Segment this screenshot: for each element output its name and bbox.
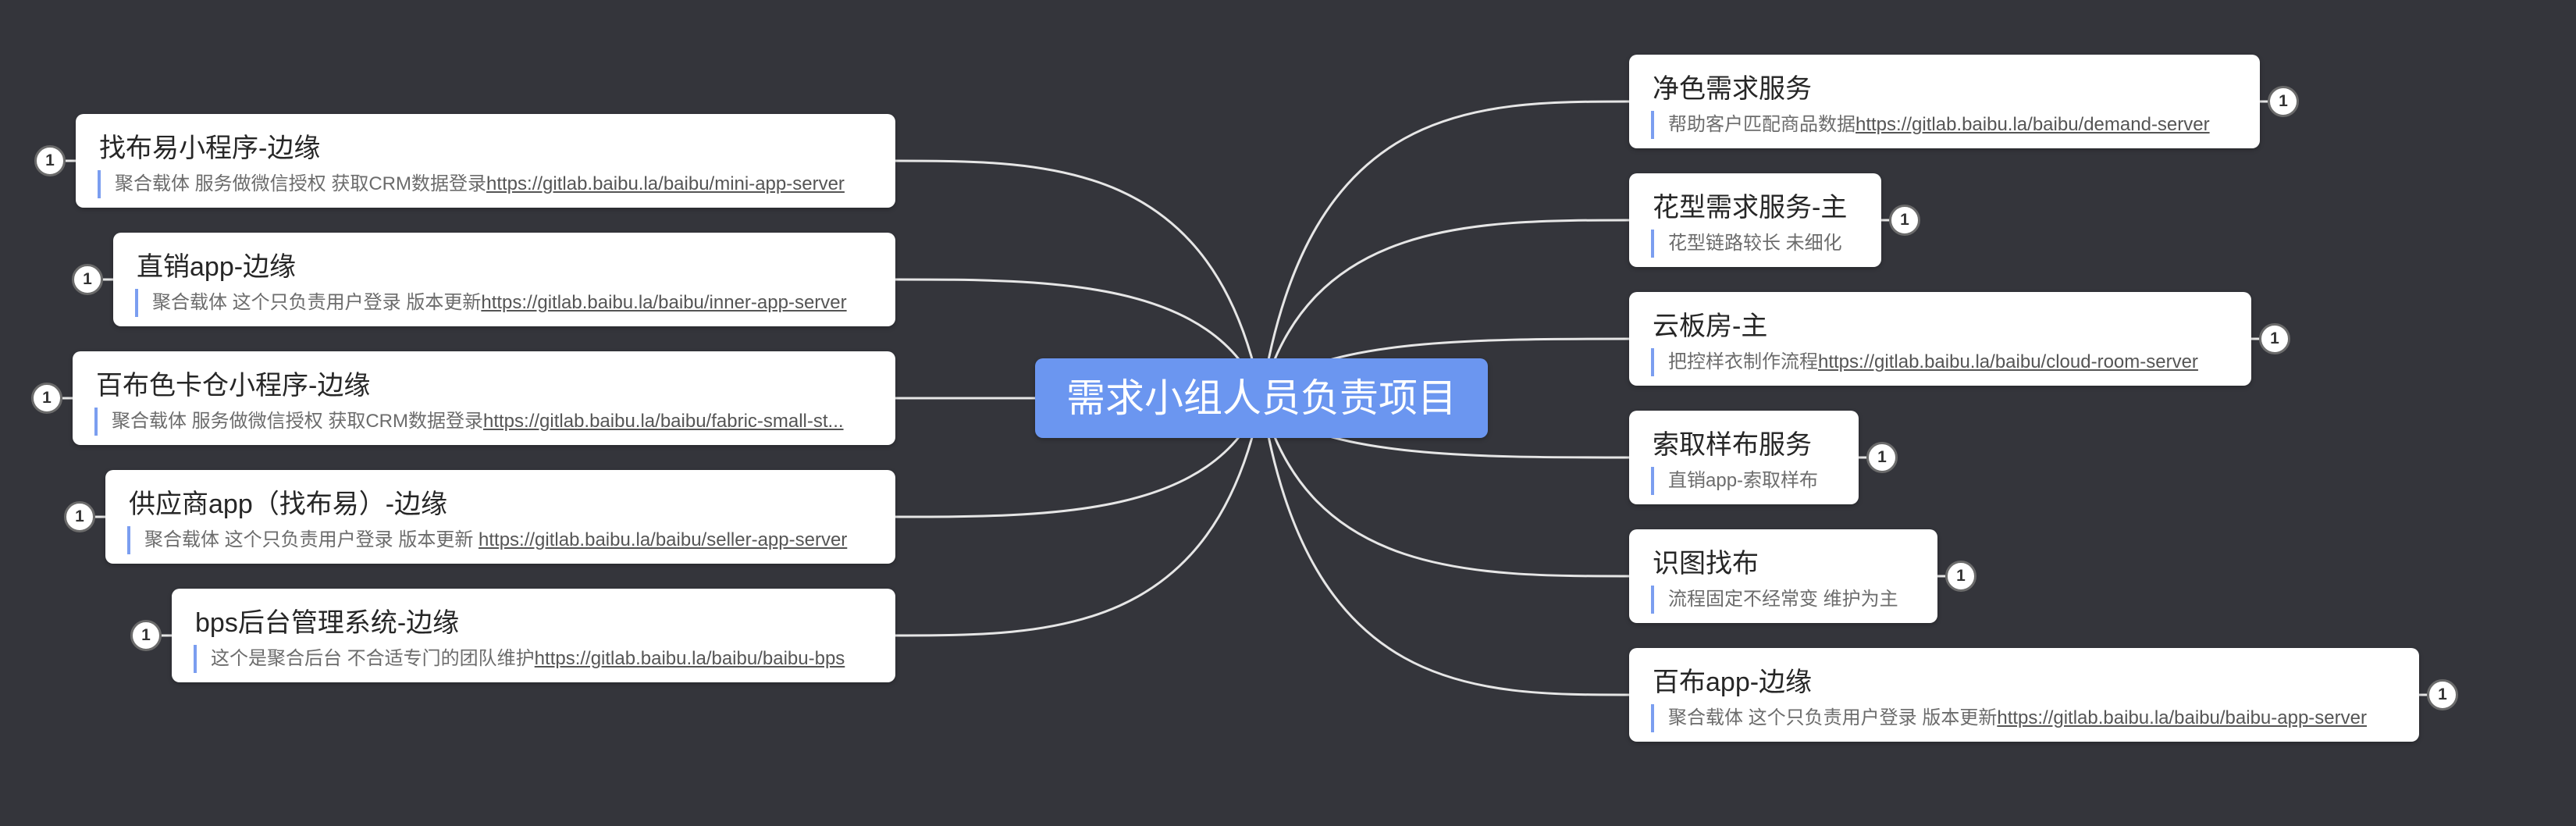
topic-note: 这个是聚合后台 不合适专门的团队维护https://gitlab.baibu.l… — [194, 645, 886, 673]
topic-title: 百布色卡仓小程序-边缘 — [96, 371, 371, 401]
note-link[interactable]: https://gitlab.baibu.la/baibu/demand-ser… — [1856, 114, 2210, 135]
topic-title: 索取样布服务 — [1653, 430, 1812, 460]
connector-line — [1260, 397, 1630, 696]
connector-line — [1260, 219, 1630, 399]
note-link[interactable]: https://gitlab.baibu.la/baibu/fabric-sma… — [483, 411, 844, 432]
topic-sample-request[interactable]: 索取样布服务 直销app-索取样布 — [1629, 411, 1859, 504]
topic-title: 花型需求服务-主 — [1653, 193, 1848, 223]
topic-note: 帮助客户匹配商品数据https://gitlab.baibu.la/baibu/… — [1651, 111, 2250, 139]
topic-seller-app[interactable]: 供应商app（找布易）-边缘 聚合载体 这个只负责用户登录 版本更新 https… — [105, 470, 895, 564]
topic-title: 直销app-边缘 — [137, 252, 297, 282]
topic-note: 直销app-索取样布 — [1651, 467, 1849, 495]
note-text: 花型链路较长 未细化 — [1668, 233, 1842, 254]
topic-note: 聚合载体 这个只负责用户登录 版本更新 https://gitlab.baibu… — [127, 526, 886, 554]
topic-note: 把控样衣制作流程https://gitlab.baibu.la/baibu/cl… — [1651, 348, 2242, 376]
note-text: 帮助客户匹配商品数据 — [1668, 114, 1856, 135]
connector-line — [1260, 100, 1630, 399]
note-text: 流程固定不经常变 维护为主 — [1668, 589, 1898, 610]
note-link[interactable]: https://gitlab.baibu.la/baibu/seller-app… — [479, 529, 848, 550]
topic-title: 云板房-主 — [1653, 312, 1768, 341]
collapse-count-badge[interactable]: 1 — [1945, 561, 1976, 592]
topic-note: 聚合载体 服务做微信授权 获取CRM数据登录https://gitlab.bai… — [98, 170, 886, 198]
topic-note: 花型链路较长 未细化 — [1651, 230, 1872, 258]
collapse-count-badge[interactable]: 1 — [130, 620, 162, 651]
collapse-count-badge[interactable]: 1 — [64, 501, 95, 532]
collapse-count-badge[interactable]: 1 — [34, 145, 66, 176]
topic-demand-server[interactable]: 净色需求服务 帮助客户匹配商品数据https://gitlab.baibu.la… — [1629, 55, 2260, 148]
topic-title: 净色需求服务 — [1653, 74, 1812, 104]
topic-title: 识图找布 — [1653, 549, 1759, 579]
central-topic[interactable]: 需求小组人员负责项目 — [1035, 358, 1488, 438]
note-link[interactable]: https://gitlab.baibu.la/baibu/baibu-app-… — [1997, 707, 2367, 728]
topic-mini-app[interactable]: 找布易小程序-边缘 聚合载体 服务做微信授权 获取CRM数据登录https://… — [76, 114, 895, 208]
note-text: 直销app-索取样布 — [1668, 470, 1819, 491]
topic-baibu-app[interactable]: 百布app-边缘 聚合载体 这个只负责用户登录 版本更新https://gitl… — [1629, 648, 2419, 742]
collapse-count-badge[interactable]: 1 — [2268, 86, 2299, 117]
note-text: 聚合载体 这个只负责用户登录 版本更新 — [1668, 707, 1998, 728]
topic-note: 流程固定不经常变 维护为主 — [1651, 586, 1928, 614]
collapse-count-badge[interactable]: 1 — [72, 264, 103, 295]
collapse-count-badge[interactable]: 1 — [1866, 442, 1898, 473]
collapse-count-badge[interactable]: 1 — [31, 383, 62, 414]
connector-line — [895, 397, 1263, 518]
topic-image-search[interactable]: 识图找布 流程固定不经常变 维护为主 — [1629, 529, 1937, 623]
note-link[interactable]: https://gitlab.baibu.la/baibu/cloud-room… — [1818, 351, 2198, 372]
connector-line — [895, 159, 1263, 399]
note-link[interactable]: https://gitlab.baibu.la/baibu/inner-app-… — [481, 292, 847, 313]
topic-title: 找布易小程序-边缘 — [99, 134, 321, 163]
collapse-count-badge[interactable]: 1 — [2259, 323, 2290, 354]
connector-line — [895, 397, 1263, 637]
topic-pattern-demand[interactable]: 花型需求服务-主 花型链路较长 未细化 — [1629, 173, 1881, 267]
topic-note: 聚合载体 这个只负责用户登录 版本更新https://gitlab.baibu.… — [1651, 704, 2410, 732]
collapse-count-badge[interactable]: 1 — [1889, 205, 1920, 236]
note-link[interactable]: https://gitlab.baibu.la/baibu/baibu-bps — [534, 648, 845, 669]
collapse-count-badge[interactable]: 1 — [2427, 679, 2458, 710]
topic-title: 百布app-边缘 — [1653, 668, 1813, 697]
topic-title: 供应商app（找布易）-边缘 — [129, 490, 448, 519]
topic-note: 聚合载体 服务做微信授权 获取CRM数据登录https://gitlab.bai… — [94, 408, 875, 436]
note-text: 这个是聚合后台 不合适专门的团队维护 — [211, 648, 535, 669]
note-text: 聚合载体 这个只负责用户登录 版本更新 — [144, 529, 479, 550]
note-text: 聚合载体 服务做微信授权 获取CRM数据登录 — [115, 173, 486, 194]
topic-fabric-small[interactable]: 百布色卡仓小程序-边缘 聚合载体 服务做微信授权 获取CRM数据登录https:… — [73, 351, 895, 445]
topic-cloud-room[interactable]: 云板房-主 把控样衣制作流程https://gitlab.baibu.la/ba… — [1629, 292, 2251, 386]
topic-note: 聚合载体 这个只负责用户登录 版本更新https://gitlab.baibu.… — [135, 289, 886, 317]
note-text: 把控样衣制作流程 — [1668, 351, 1818, 372]
note-text: 聚合载体 服务做微信授权 获取CRM数据登录 — [112, 411, 483, 432]
note-link[interactable]: https://gitlab.baibu.la/baibu/mini-app-s… — [486, 173, 845, 194]
note-text: 聚合载体 这个只负责用户登录 版本更新 — [152, 292, 482, 313]
topic-bps[interactable]: bps后台管理系统-边缘 这个是聚合后台 不合适专门的团队维护https://g… — [172, 589, 895, 682]
connector-line — [895, 278, 1263, 399]
connector-line — [1260, 397, 1630, 578]
topic-inner-app[interactable]: 直销app-边缘 聚合载体 这个只负责用户登录 版本更新https://gitl… — [113, 233, 895, 326]
topic-title: bps后台管理系统-边缘 — [195, 608, 460, 638]
